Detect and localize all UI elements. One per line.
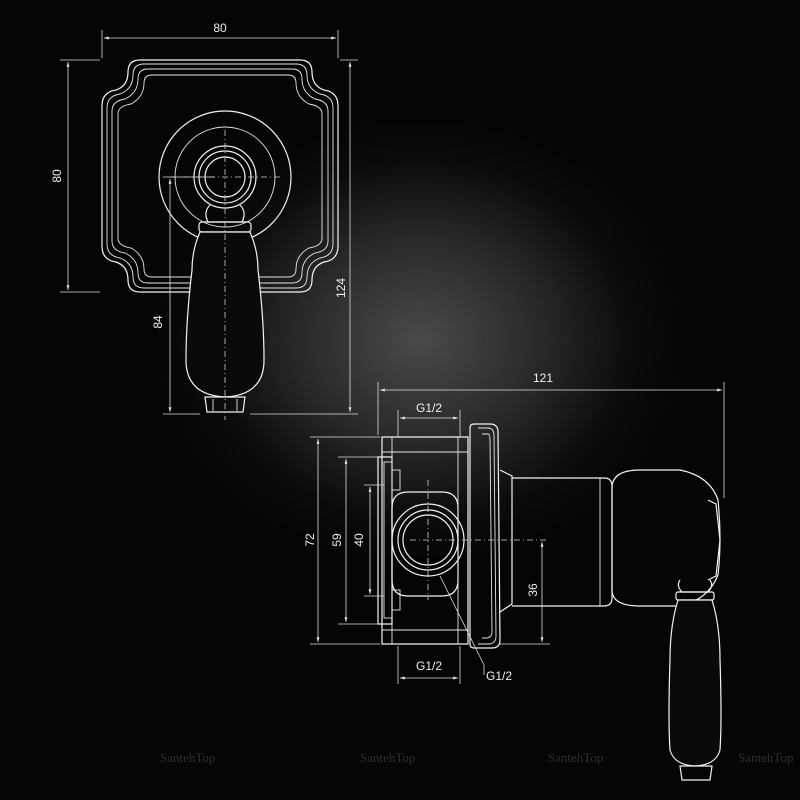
dim-port-top: G1/2	[416, 401, 442, 415]
escutcheon-outer	[101, 59, 339, 293]
side-lever-cap	[679, 765, 713, 781]
escutcheon-inner-1	[106, 63, 334, 289]
dim-overall-depth: 121	[533, 371, 553, 385]
side-lever-collar	[677, 579, 713, 593]
dim-body-59: 59	[330, 533, 344, 547]
side-dimensions: 121 G1/2 G1/2 G1/2 72 59 40 36	[303, 371, 725, 684]
side-knob	[611, 469, 721, 607]
escutcheon-inner-2	[111, 68, 329, 284]
dim-offset-36: 36	[526, 583, 540, 597]
dim-total-height: 124	[334, 278, 348, 298]
handle-cap	[204, 396, 246, 413]
dim-port-side: G1/2	[486, 669, 512, 683]
watermark-text: SantehTop	[548, 750, 603, 765]
side-lever	[668, 599, 722, 767]
side-rosette	[499, 469, 513, 613]
dim-body-40: 40	[352, 533, 366, 547]
dim-top-height: 80	[50, 169, 64, 183]
watermark: SantehTop SantehTop SantehTop SantehTop	[160, 750, 793, 765]
dim-handle-drop: 84	[151, 315, 165, 329]
dim-top-width: 80	[213, 21, 227, 35]
watermark-text: SantehTop	[360, 750, 415, 765]
side-knob-cap	[707, 499, 721, 581]
front-dimensions: 80 80 84 124	[50, 21, 358, 415]
side-view	[377, 423, 722, 781]
dim-body-72: 72	[303, 533, 317, 547]
watermark-text: SantehTop	[160, 750, 215, 765]
cover-plate	[469, 423, 501, 649]
front-view	[101, 59, 339, 420]
watermark-text: SantehTop	[738, 750, 793, 765]
escutcheon-inner-3	[117, 74, 323, 278]
valve-body	[381, 436, 469, 645]
side-port-flange	[391, 491, 459, 597]
dim-port-bottom: G1/2	[416, 659, 442, 673]
mounting-plate	[377, 456, 393, 625]
